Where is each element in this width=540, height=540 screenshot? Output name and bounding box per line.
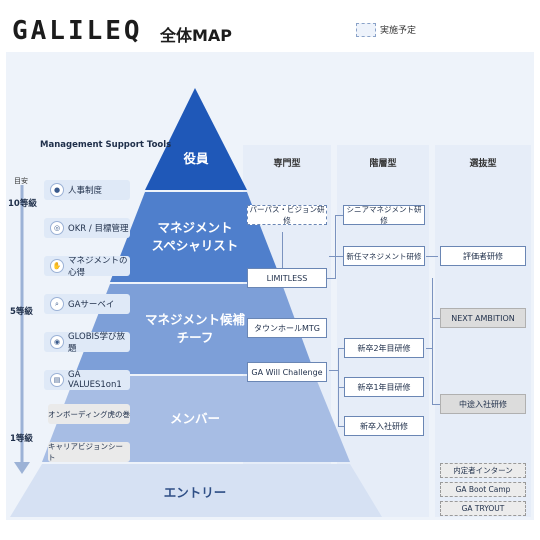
pyramid-tier-member [42, 376, 350, 462]
program-next-ambition[interactable]: NEXT AMBITION [440, 308, 526, 328]
tools-title: Management Support Tools [40, 140, 172, 150]
grade-axis-arrowhead [14, 462, 30, 474]
connector-line [432, 278, 433, 404]
connector-line [426, 348, 432, 349]
globe-icon: ◉ [50, 335, 64, 349]
program-grad-year2[interactable]: 新卒2年目研修 [344, 338, 424, 358]
galileq-logo: GALILEQ [12, 16, 143, 46]
grade-1-label: 1等級 [10, 434, 33, 444]
tool-label: 人事制度 [68, 186, 103, 196]
connector-line [338, 426, 344, 427]
tier-candidate-label-line1: マネジメント候補 [144, 312, 245, 327]
program-boot-camp[interactable]: GA Boot Camp [440, 482, 526, 497]
pyramid-tier-candidate-chief [75, 284, 315, 374]
program-evaluator[interactable]: 評価者研修 [440, 246, 526, 266]
target-icon: ◎ [50, 221, 64, 235]
program-new-mgmt[interactable]: 新任マネジメント研修 [343, 246, 425, 266]
tool-label: GA VALUES1on1 [68, 370, 122, 390]
tool-label: GAサーベイ [68, 300, 115, 310]
tool-ga-survey[interactable]: ⌕ GAサーベイ [44, 294, 130, 314]
selection-column-header: 選抜型 [469, 159, 497, 169]
program-midcareer[interactable]: 中途入社研修 [440, 394, 526, 414]
hand-icon: ✋ [50, 259, 64, 273]
person-icon: ● [50, 183, 64, 197]
tool-okr[interactable]: ◎ OKR / 目標管理 [44, 218, 130, 238]
tier-candidate-label-line2: チーフ [176, 330, 214, 345]
connector-line [329, 370, 338, 371]
grade-10-label: 10等級 [8, 199, 37, 209]
tool-career-vision[interactable]: キャリアビジョンシート [48, 442, 130, 462]
program-tryout[interactable]: GA TRYOUT [440, 501, 526, 516]
selection-column [435, 145, 531, 517]
program-purpose-vision[interactable]: パーパス・ビジョン研修 [247, 205, 327, 225]
tier-mgmt-specialist-label-line1: マネジメント [157, 220, 233, 235]
program-limitless[interactable]: LIMITLESS [247, 268, 327, 288]
tool-globis[interactable]: ◉ GLOBIS学び放題 [44, 332, 130, 354]
program-intern[interactable]: 内定者インターン [440, 463, 526, 478]
connector-line [321, 278, 335, 279]
program-grad-year1[interactable]: 新卒1年目研修 [344, 377, 424, 397]
connector-line [338, 348, 344, 349]
tool-label: GLOBIS学び放題 [68, 332, 125, 354]
tier-member-label: メンバー [169, 411, 220, 426]
connector-line [282, 232, 283, 276]
tool-mgmt-mindset[interactable]: ✋ マネジメントの心得 [44, 256, 130, 278]
tier-mgmt-specialist-label-line2: スペシャリスト [151, 238, 239, 253]
tool-label: マネジメントの心得 [68, 256, 128, 278]
connector-line [426, 256, 438, 257]
tier-entry-label: エントリー [163, 485, 227, 500]
connector-line [335, 215, 336, 279]
tier-executive-label: 役員 [183, 151, 209, 166]
scale-label: 目安 [14, 177, 28, 185]
connector-line [335, 215, 343, 216]
program-townhall[interactable]: タウンホールMTG [247, 318, 327, 338]
hierarchy-column-header: 階層型 [369, 159, 397, 169]
tool-onboarding[interactable]: オンボーディング虎の巻 [48, 404, 130, 424]
connector-line [335, 256, 343, 257]
specialist-column-header: 専門型 [273, 159, 301, 169]
pyramid-tier-executive [145, 88, 247, 190]
tool-label: OKR / 目標管理 [68, 224, 129, 234]
magnifier-icon: ⌕ [50, 297, 64, 311]
tool-ga-values-1on1[interactable]: ▤ GA VALUES1on1 [44, 370, 130, 390]
program-senior-mgmt[interactable]: シニアマネジメント研修 [343, 205, 425, 225]
pyramid-tier-entry [10, 464, 382, 517]
connector-line [432, 318, 440, 319]
map-title: 全体MAP [160, 26, 233, 45]
pyramid-tier-mgmt-specialist [110, 192, 282, 282]
tool-hr-system[interactable]: ● 人事制度 [44, 180, 130, 200]
planned-legend-swatch [356, 23, 376, 37]
connector-line [338, 387, 344, 388]
program-grad-onboarding[interactable]: 新卒入社研修 [344, 416, 424, 436]
program-ga-will-challenge[interactable]: GA Will Challenge [247, 362, 327, 382]
grade-5-label: 5等級 [10, 307, 33, 317]
connector-line [432, 404, 440, 405]
planned-legend-label: 実施予定 [380, 26, 417, 36]
chart-icon: ▤ [50, 373, 64, 387]
